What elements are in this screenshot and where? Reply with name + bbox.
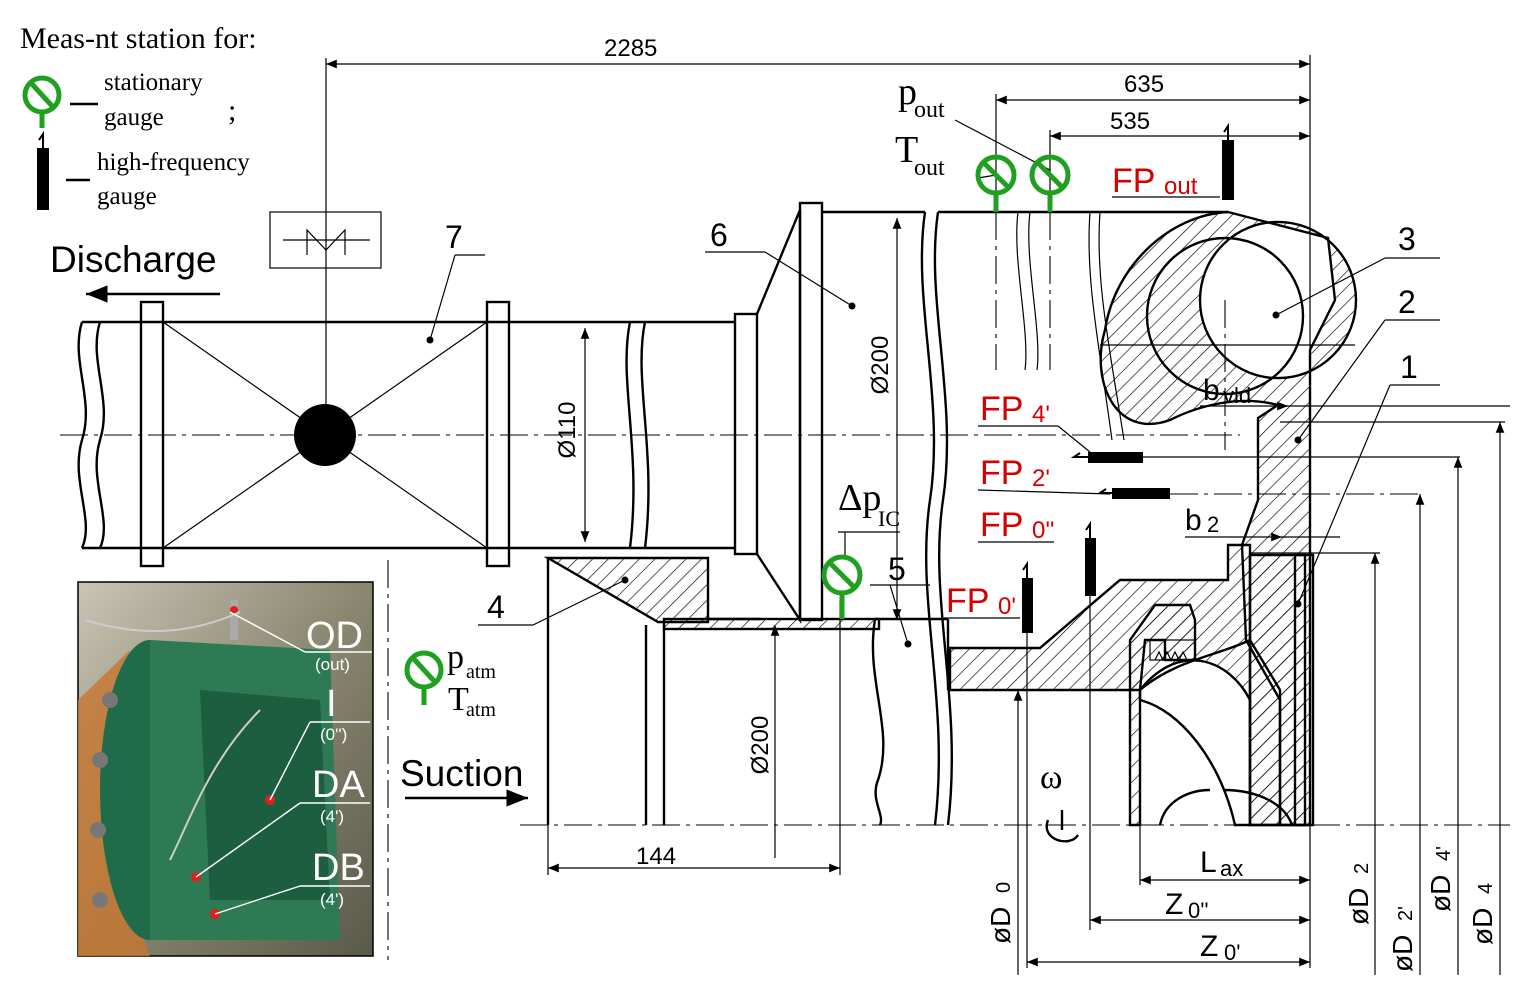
legend-stationary-line2: gauge — [104, 104, 164, 131]
legend-stationary-line1: stationary — [104, 69, 203, 96]
z0pp-sub: 0'' — [1188, 898, 1209, 923]
dp-ic-label: Δp — [838, 477, 881, 519]
part-number-5: 5 — [888, 551, 906, 587]
lax-sub: ax — [1220, 856, 1243, 881]
inlet-pipe: 4 5 Ø200 144 Δp IC Suction p atm T atm — [400, 477, 950, 875]
d0-label: øD — [985, 907, 1016, 944]
b-vld-label: b — [1203, 374, 1220, 407]
stationary-gauge-icon — [22, 75, 62, 128]
omega-label: ω — [1040, 759, 1062, 796]
high-frequency-gauge-icon — [1022, 560, 1033, 633]
plenum-chamber: Ø200 6 — [705, 210, 1228, 826]
p-atm-sub: atm — [466, 661, 496, 683]
d4p-label: øD — [1425, 875, 1456, 912]
z0p-label: Z — [1200, 930, 1218, 963]
fp0p-label: FP — [946, 582, 989, 620]
photo-label-db: DB — [312, 847, 365, 889]
rotation-icon — [1045, 810, 1080, 843]
photo-label-da-sub: (4') — [320, 807, 344, 826]
p-atm-label: p — [447, 639, 464, 676]
t-out-label: T — [895, 129, 918, 171]
z0p-sub: 0' — [1224, 940, 1240, 965]
dim-d110: Ø110 — [554, 402, 581, 459]
t-atm-sub: atm — [466, 699, 496, 721]
valve-actuator-box — [269, 211, 382, 269]
legend-title: Meas-nt station for: — [20, 22, 257, 55]
legend: Meas-nt station for: stationary gauge ; … — [20, 22, 257, 210]
b2-label: b — [1185, 504, 1202, 537]
part-number-2: 2 — [1398, 284, 1416, 320]
legend-separator: ; — [228, 94, 236, 127]
discharge-label: Discharge — [50, 239, 217, 280]
legend-hf-line2: gauge — [97, 183, 157, 210]
fp0pp-label: FP — [980, 506, 1023, 544]
fp4-sub: 4' — [1032, 401, 1050, 428]
part-number-7: 7 — [445, 219, 463, 255]
dp-ic-sub: IC — [878, 506, 900, 531]
b-vld-sub: vld — [1223, 383, 1251, 408]
photo-label-od-sub: (out) — [315, 655, 350, 674]
part-number-1: 1 — [1400, 349, 1418, 385]
photo-label-db-sub: (4') — [320, 890, 344, 909]
flange-plenum — [798, 201, 824, 622]
suction-label: Suction — [400, 753, 523, 794]
fp-out-label: FP — [1112, 162, 1155, 200]
high-frequency-gauge-icon — [37, 130, 49, 210]
flange-left — [139, 300, 165, 568]
flange-diffuser — [733, 312, 759, 556]
b2-sub: 2 — [1207, 512, 1219, 537]
outlet-measurements: p out T out FP out — [895, 71, 1234, 370]
t-atm-label: T — [448, 681, 469, 718]
dim-635: 635 — [1124, 71, 1164, 98]
photo-label-i: I — [326, 683, 337, 725]
part-number-3: 3 — [1398, 221, 1416, 257]
stationary-gauge-icon — [821, 554, 863, 619]
fp2-sub: 2' — [1032, 465, 1050, 492]
photo-inset: OD (out) I (0'') DA (4') DB (4') — [77, 581, 374, 957]
dim-d200-lower: Ø200 — [747, 716, 774, 775]
flange-right — [485, 300, 511, 568]
d0-sub: 0 — [993, 882, 1015, 893]
z0pp-label: Z — [1165, 888, 1183, 921]
part-number-6: 6 — [710, 217, 728, 253]
stationary-gauge-icon — [1029, 154, 1071, 212]
d2p-label: øD — [1387, 935, 1418, 972]
photo-label-i-sub: (0'') — [320, 725, 347, 744]
lax-label: L — [1200, 846, 1217, 879]
high-frequency-gauge-icon — [1222, 122, 1234, 200]
t-out-sub: out — [914, 155, 945, 181]
fp-out-sub: out — [1164, 173, 1198, 200]
dim-144: 144 — [636, 843, 676, 870]
photo-label-od: OD — [306, 615, 363, 657]
part-number-4: 4 — [487, 589, 505, 625]
dim-2285: 2285 — [604, 35, 657, 62]
photo-label-da: DA — [312, 764, 365, 806]
fp0pp-sub: 0'' — [1032, 517, 1055, 544]
legend-hf-line1: high-frequency — [97, 149, 250, 176]
dim-d200-upper: Ø200 — [867, 336, 894, 395]
d4-label: øD — [1467, 908, 1498, 945]
d2-label: øD — [1343, 888, 1374, 925]
fp4-label: FP — [980, 390, 1023, 428]
p-out-sub: out — [914, 97, 945, 123]
fp-probes: FP 4' FP 2' FP 0'' FP 0' — [944, 390, 1460, 968]
fp0p-sub: 0' — [998, 593, 1016, 620]
d4p-sub: 4' — [1433, 846, 1455, 861]
fp2-label: FP — [980, 454, 1023, 492]
discharge-pipe: Discharge Ø110 7 — [50, 201, 824, 625]
high-frequency-gauge-icon — [1096, 488, 1170, 499]
p-out-label: p — [898, 71, 917, 113]
high-frequency-gauge-icon — [1085, 520, 1096, 596]
d2p-sub: 2' — [1395, 906, 1417, 921]
d2-sub: 2 — [1351, 863, 1373, 874]
impeller-assembly: 2 1 b vld b 2 — [948, 284, 1510, 827]
d4-sub: 4 — [1475, 883, 1497, 894]
stationary-gauge-icon — [404, 650, 444, 705]
axial-dimensions: ω L ax Z 0'' Z 0' øD 0 øD 2 øD 2' øD 4' … — [985, 421, 1505, 975]
dim-535: 535 — [1110, 108, 1150, 135]
high-frequency-gauge-icon — [1070, 452, 1143, 463]
stationary-gauge-icon — [975, 154, 1017, 212]
